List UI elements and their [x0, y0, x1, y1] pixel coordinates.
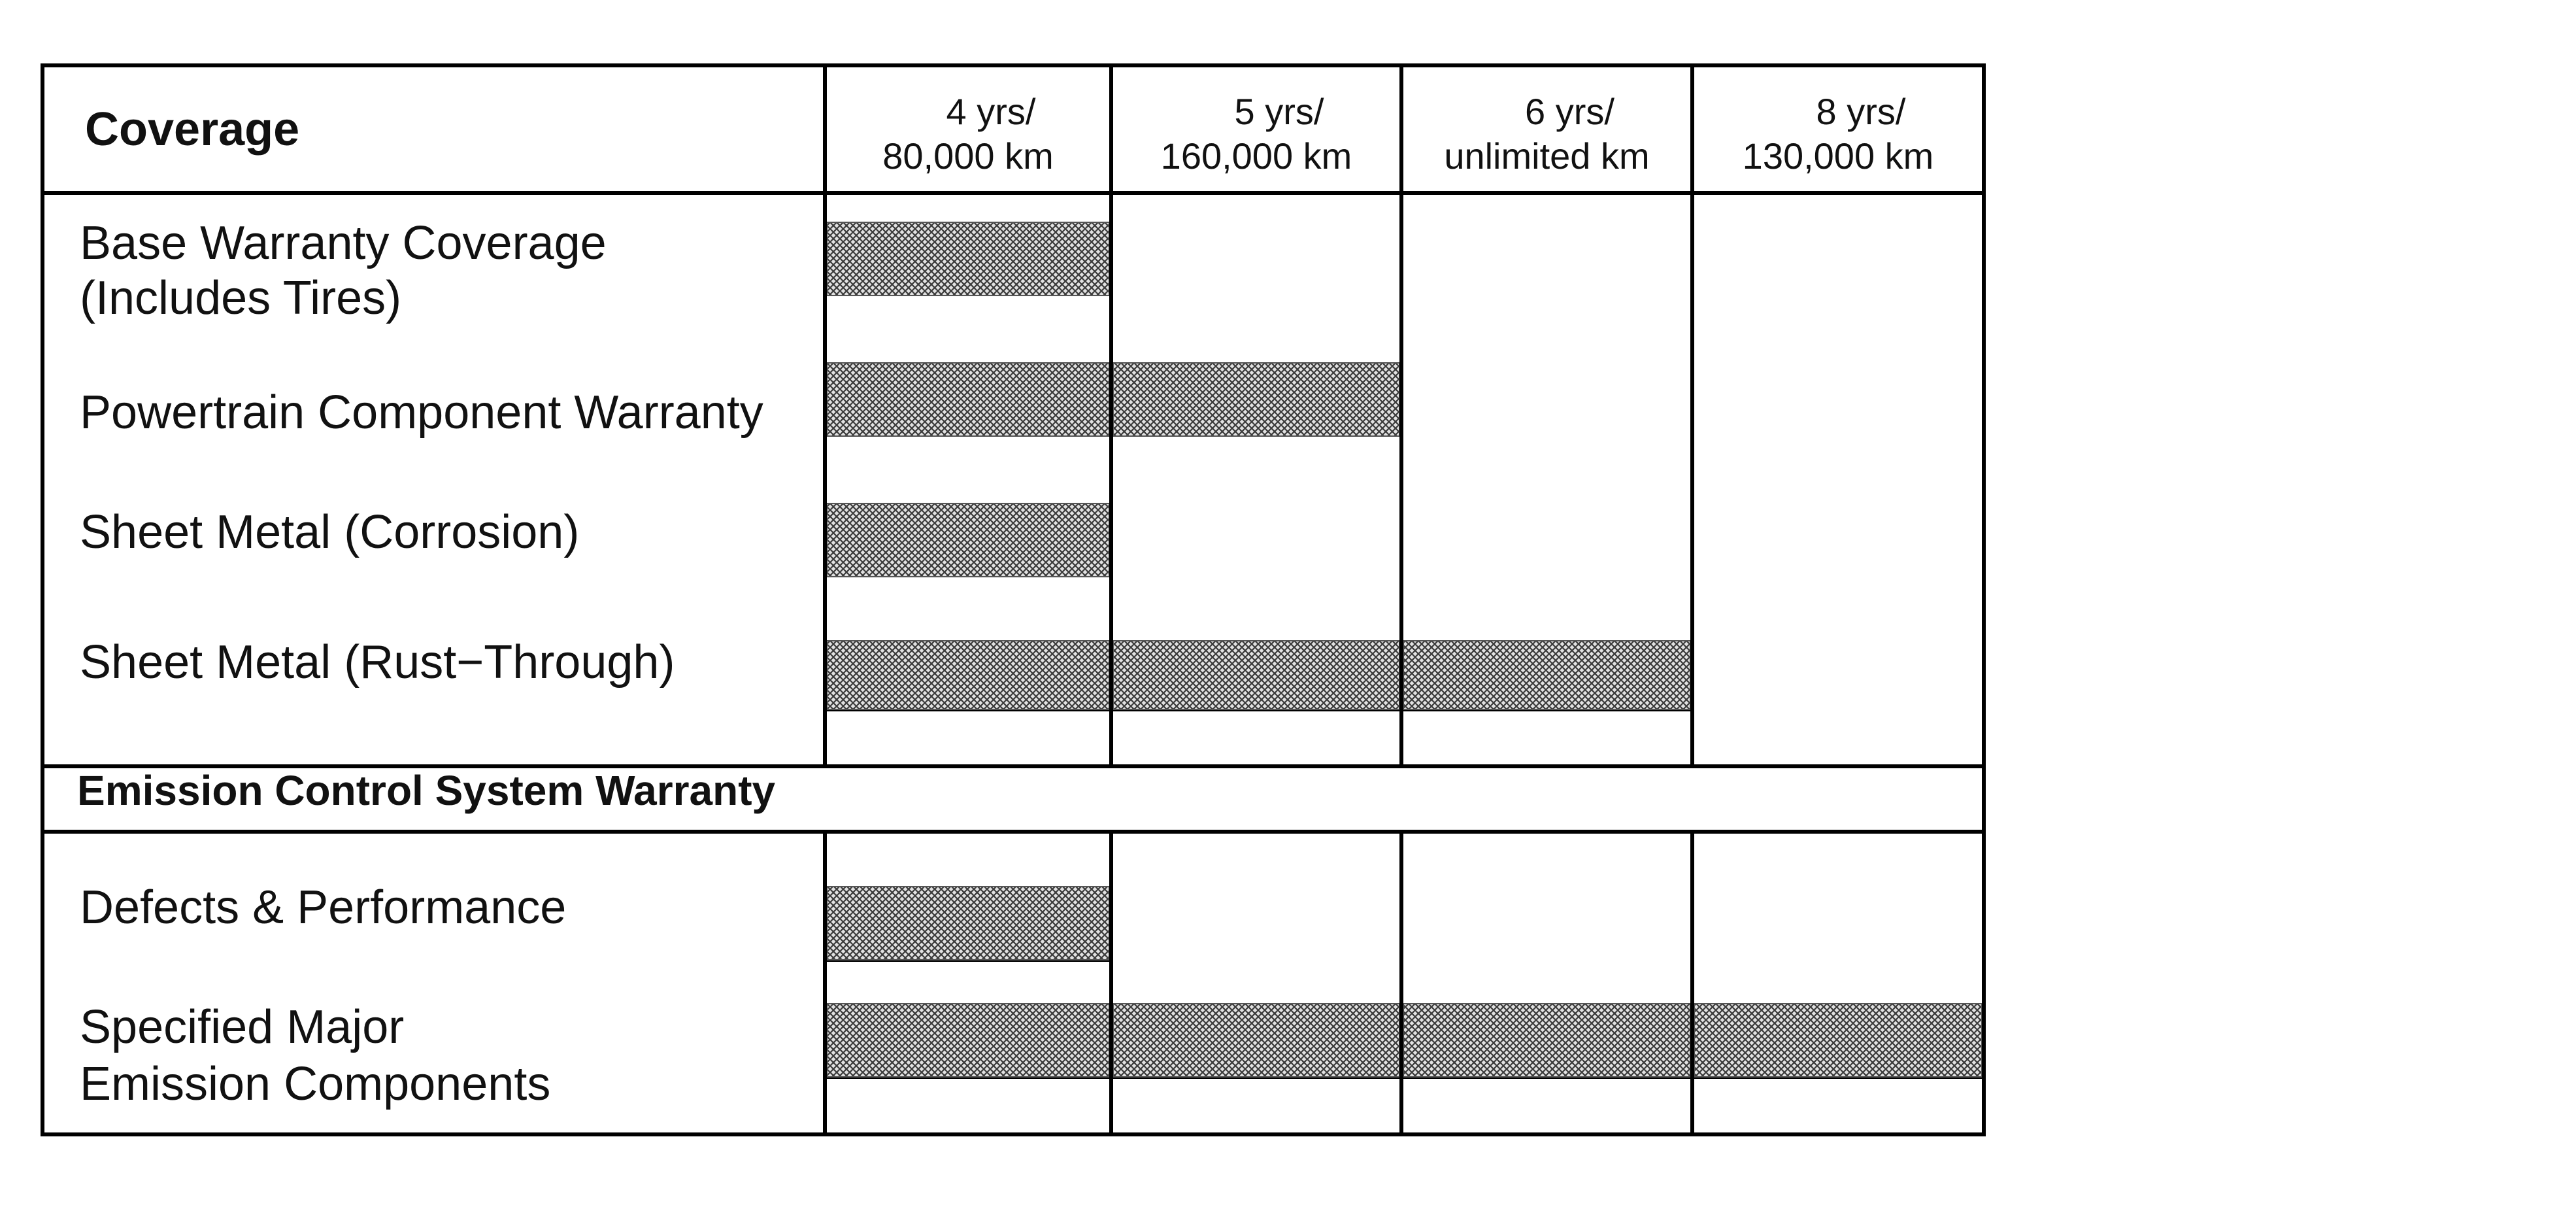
row-label-0-0-0: Base Warranty Coverage	[80, 217, 607, 269]
row-label-0-0-1: (Includes Tires)	[80, 272, 401, 324]
coverage-bar-0-1-seg-2	[1112, 362, 1400, 437]
coverage-bar-0-3-seg-1	[826, 640, 1110, 710]
column-header-years-2: 5 yrs/	[1235, 91, 1324, 132]
coverage-bar-0-2-seg-1	[826, 503, 1110, 577]
coverage-bar-1-1-seg-3	[1403, 1003, 1691, 1078]
row-label-1-0-0: Defects & Performance	[80, 881, 566, 934]
row-label-1-1-0: Specified Major	[80, 1001, 404, 1053]
column-header-distance-3: unlimited km	[1444, 135, 1649, 177]
column-header-years-1: 4 yrs/	[946, 91, 1036, 132]
coverage-header-label: Coverage	[85, 103, 299, 156]
coverage-bar-1-0-seg-1	[826, 886, 1110, 960]
coverage-bar-0-3-seg-2	[1112, 640, 1400, 710]
row-label-1-1-1: Emission Components	[80, 1058, 550, 1110]
coverage-bar-1-1-seg-1	[826, 1003, 1110, 1078]
emission-group-heading: Emission Control System Warranty	[77, 767, 776, 814]
coverage-bar-1-1-seg-4	[1694, 1003, 1982, 1078]
coverage-bar-1-1-seg-2	[1112, 1003, 1400, 1078]
row-label-0-1-0: Powertrain Component Warranty	[80, 386, 763, 439]
coverage-bar-0-3-seg-3	[1403, 640, 1691, 710]
column-header-distance-4: 130,000 km	[1743, 135, 1934, 177]
coverage-bar-0-1-seg-1	[826, 362, 1110, 437]
column-header-distance-1: 80,000 km	[882, 135, 1054, 177]
column-header-years-4: 8 yrs/	[1816, 91, 1906, 132]
table-frame	[41, 63, 1986, 1136]
column-header-years-3: 6 yrs/	[1525, 91, 1614, 132]
row-label-0-3-0: Sheet Metal (Rust−Through)	[80, 636, 675, 688]
coverage-bar-0-0-seg-1	[826, 222, 1110, 296]
row-label-0-2-0: Sheet Metal (Corrosion)	[80, 506, 579, 558]
column-header-distance-2: 160,000 km	[1161, 135, 1352, 177]
